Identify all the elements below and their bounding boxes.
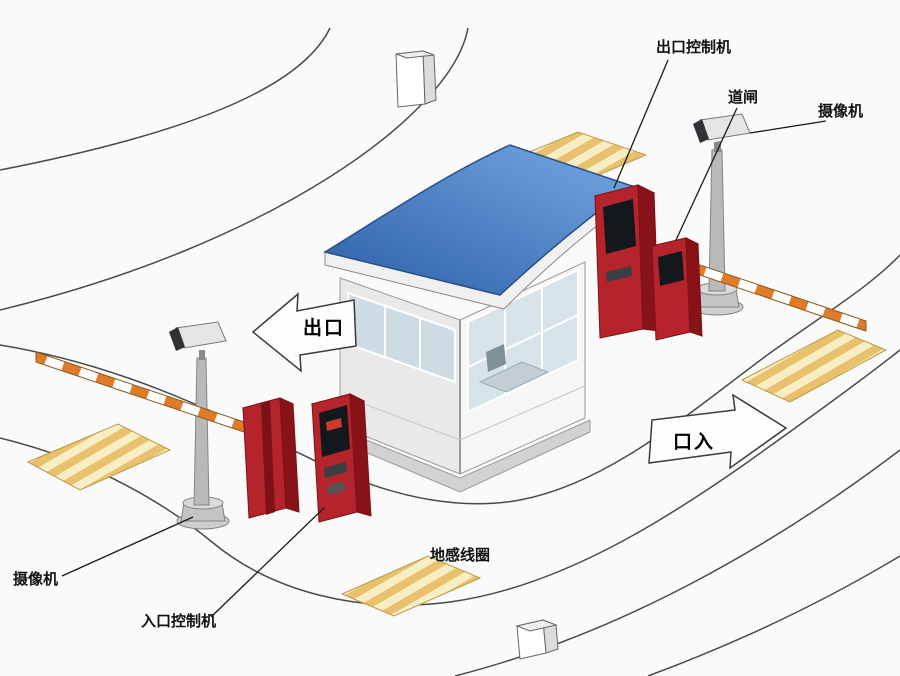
left-barrier-arm [35,351,251,435]
marker-box-top [395,50,437,108]
leader-camera-bottom [61,516,194,577]
booth-left-window-mullions [384,306,421,369]
right-barrier-panel [658,251,684,286]
ground-coil-left [26,423,172,491]
entrance-arrow-label: 口入 [673,431,715,453]
exit-arrow-sign: 出口 [251,292,357,373]
label-camera-top: 摄像机 [818,102,863,120]
roof-top [323,144,634,296]
entrance-control-slot [324,462,347,478]
entrance-arrow-sign: 口入 [648,393,788,470]
left-barrier-side [279,397,300,513]
exit-control-slot [606,266,632,282]
camera-left [169,321,230,530]
road-top-left-inner [0,27,469,311]
road-bottom-right-edge-2 [647,555,900,676]
exit-control-screen [603,199,636,254]
ground-coil-middle [340,555,482,617]
camera-left-mount [199,350,205,360]
diagram-labels: 出口控制机 道闸 摄像机 摄像机 入口控制机 地感线圈 [13,38,863,630]
leader-barrier [675,107,738,241]
booth-roof [323,144,634,310]
ground-coil-right [740,329,888,403]
booth-monitor [486,344,506,372]
left-barrier-stripe [261,401,275,515]
camera-right-lens [693,119,709,143]
camera-left-pole [193,357,210,506]
marker-box-bottom-lid [515,619,558,632]
label-ground-coil: 地感线圈 [430,546,490,564]
leader-exit-control [613,59,669,189]
left-barrier-gate [35,351,300,519]
leader-lines [61,59,827,618]
exit-control-machine [593,184,660,339]
right-barrier-front [651,237,691,341]
label-camera-bottom: 摄像机 [13,570,58,588]
entrance-arrow [648,393,788,470]
entrance-control-button [327,481,345,495]
entrance-control-machine [310,393,372,523]
entrance-control-screen [319,405,350,457]
marker-box-top-front [395,50,426,108]
entrance-control-readout [326,418,342,431]
label-entrance-control-machine: 入口控制机 [141,612,216,630]
booth-desk [478,361,550,393]
label-exit-control-machine: 出口控制机 [656,38,731,56]
marker-box-top-side [422,50,437,105]
leader-entrance-control [210,506,326,618]
camera-right-mount [714,141,721,152]
leader-camera-top [749,120,827,134]
right-barrier-side [685,237,703,337]
entrance-control-side [349,393,372,517]
exit-arrow [251,292,357,373]
camera-left-lens [169,327,185,351]
right-barrier-gate [650,237,867,341]
marker-box-bottom [515,619,559,660]
road-lower-bottom-edge [0,349,900,606]
road-top-left-outer [0,27,331,171]
ground-coils [26,131,888,617]
exit-arrow-label: 出口 [303,316,345,339]
label-barrier-gate: 道闸 [728,88,758,106]
marker-box-top-lid [395,50,435,59]
camera-right [690,113,751,316]
